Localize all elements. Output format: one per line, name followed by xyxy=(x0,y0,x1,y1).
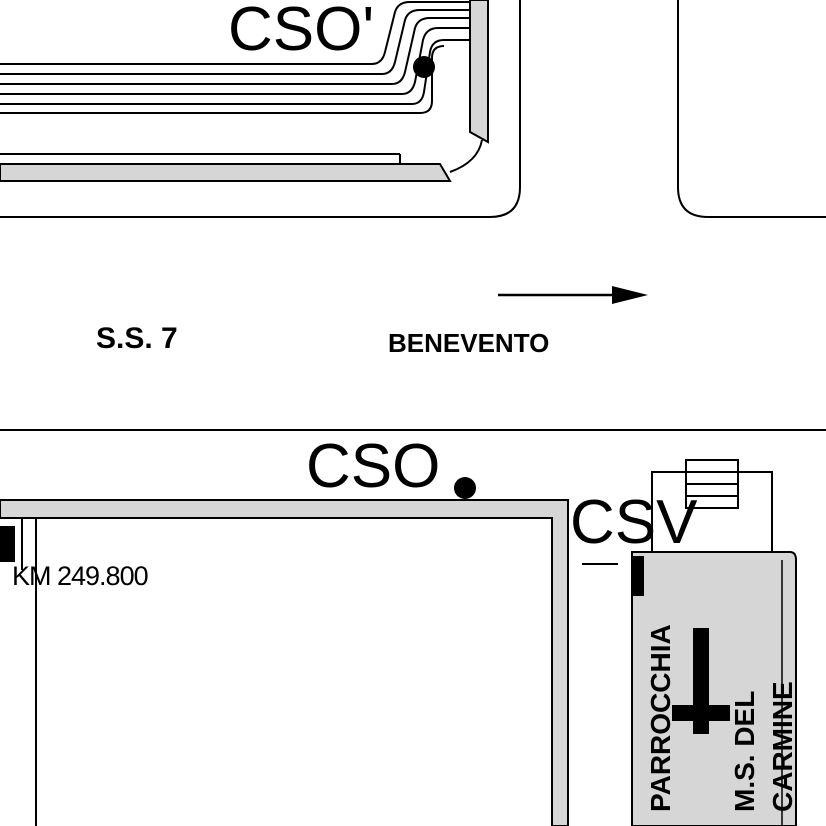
label-cso-bottom: CSO xyxy=(306,432,440,501)
bottom-left-block: KM 249.800 CSO xyxy=(0,432,569,826)
cross-icon xyxy=(672,628,730,734)
kerb-connector xyxy=(449,139,483,173)
km-marker-post xyxy=(0,526,15,562)
km-marker-label: KM 249.800 xyxy=(12,561,148,591)
road-name: S.S. 7 xyxy=(96,322,178,355)
church-label-line3: CARMINE xyxy=(767,681,798,812)
label-cso-top: CSO' xyxy=(228,0,374,64)
label-csv: CSV xyxy=(570,488,698,557)
church-body xyxy=(631,551,797,826)
church-label-line1: PARROCCHIA xyxy=(645,624,676,812)
top-right-curb xyxy=(677,0,826,218)
vertical-kerb xyxy=(469,0,489,144)
road-area: S.S. 7 BENEVENTO xyxy=(96,286,648,358)
top-left-block: CSO' xyxy=(0,0,521,218)
block-border xyxy=(0,499,569,826)
top-left-curb xyxy=(0,0,521,218)
church-building: PARROCCHIA M.S. DEL CARMINE xyxy=(631,459,798,826)
direction-label: BENEVENTO xyxy=(388,328,549,358)
horizontal-kerb xyxy=(0,163,452,182)
marker-dot-icon xyxy=(454,477,476,499)
church-label-line2: M.S. DEL xyxy=(729,691,760,812)
arrow-right-icon xyxy=(498,286,648,304)
marker-dot-icon xyxy=(413,56,435,78)
